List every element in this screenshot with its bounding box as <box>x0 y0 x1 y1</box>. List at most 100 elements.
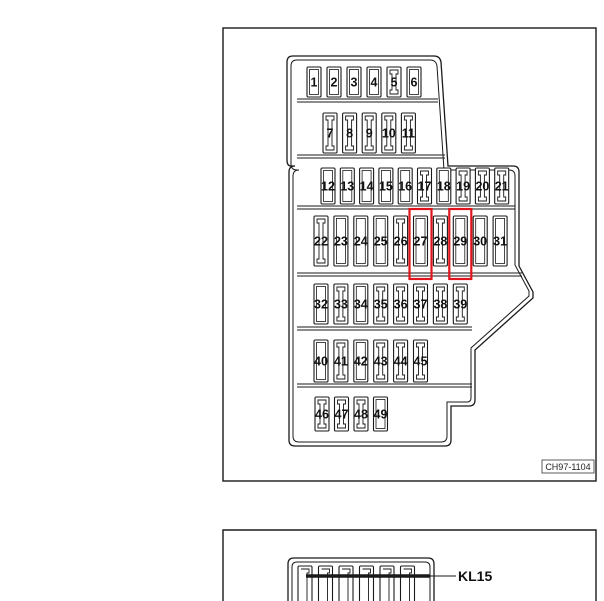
fuse-partial <box>379 565 395 601</box>
fuse-number-label: 36 <box>394 298 408 312</box>
fuse-41: 41 <box>333 339 349 383</box>
fuse-number-label: 6 <box>411 76 418 90</box>
fuse-42: 42 <box>353 339 369 383</box>
fuse-number-label: 29 <box>453 235 467 249</box>
fuse-37: 37 <box>412 283 429 325</box>
fuse-housing-inner <box>290 59 530 443</box>
fuse-number-label: 8 <box>346 127 353 141</box>
fuse-partial <box>358 565 375 601</box>
fuse-40: 40 <box>313 339 329 383</box>
fuse-number-label: 43 <box>374 355 388 369</box>
fuse-26: 26 <box>393 215 409 267</box>
fuse-32: 32 <box>313 283 329 325</box>
fuse-number-label: 10 <box>382 127 396 141</box>
fuse-7: 7 <box>322 112 338 154</box>
fuse-number-label: 23 <box>334 235 348 249</box>
fuse-number-label: 37 <box>414 298 428 312</box>
fuse-number-label: 47 <box>335 408 349 422</box>
fuse-6: 6 <box>406 66 422 98</box>
fuse-30: 30 <box>472 215 488 267</box>
fuse-47: 47 <box>333 396 350 432</box>
fuse-2: 2 <box>326 66 342 98</box>
fuse-number-label: 9 <box>366 127 373 141</box>
fuse-4: 4 <box>366 66 382 98</box>
fuse-22: 22 <box>313 215 329 267</box>
fuse-20: 20 <box>474 167 490 205</box>
fuse-44: 44 <box>393 339 409 383</box>
fuse-19: 19 <box>455 167 471 205</box>
fuse-21: 21 <box>494 167 510 205</box>
fuse-number-label: 17 <box>418 180 432 194</box>
fuse-partial <box>338 565 354 601</box>
fuse-number-label: 49 <box>374 408 388 422</box>
reference-code-box: CH97-1104 <box>541 459 595 474</box>
fuse-number-label: 5 <box>391 76 398 90</box>
fuse-48: 48 <box>353 396 369 432</box>
fuse-number-label: 45 <box>414 355 428 369</box>
fuse-25: 25 <box>373 215 389 267</box>
fuse-number-label: 44 <box>394 355 408 369</box>
fuse-number-label: 4 <box>371 76 378 90</box>
fuse-number-label: 34 <box>354 298 368 312</box>
fuse-number-label: 32 <box>314 298 328 312</box>
fuse-1: 1 <box>306 66 322 98</box>
fuse-number-label: 42 <box>354 355 368 369</box>
fuse-18: 18 <box>436 167 452 205</box>
fuse-number-label: 39 <box>453 298 467 312</box>
fuse-17: 17 <box>416 167 433 205</box>
fuse-number-label: 48 <box>354 408 368 422</box>
fuse-number-label: 13 <box>340 180 354 194</box>
fuse-box-diagram-bottom: KL15 <box>222 529 597 601</box>
fuse-number-label: 2 <box>331 76 338 90</box>
fuse-number-label: 26 <box>394 235 408 249</box>
fuse-3: 3 <box>346 66 362 98</box>
fuse-number-label: 40 <box>314 355 328 369</box>
fuse-28: 28 <box>432 215 448 267</box>
fuse-number-label: 19 <box>456 180 470 194</box>
fuse-43: 43 <box>373 339 389 383</box>
highlight-box-fuse-29 <box>448 207 473 281</box>
fuse-housing-outer <box>286 55 534 447</box>
reference-code: CH97-1104 <box>545 462 590 472</box>
fuse-number-label: 20 <box>475 180 489 194</box>
fuse-number-label: 15 <box>379 180 393 194</box>
fuse-9: 9 <box>361 112 377 154</box>
fuse-49: 49 <box>372 396 389 432</box>
fuse-number-label: 1 <box>311 76 318 90</box>
fuse-number-label: 7 <box>327 127 334 141</box>
fuse-33: 33 <box>333 283 349 325</box>
fuse-31: 31 <box>492 215 508 267</box>
fuse-number-label: 12 <box>321 180 335 194</box>
fuse-13: 13 <box>339 167 355 205</box>
highlight-box-fuse-27 <box>408 207 433 281</box>
fuse-partial <box>297 565 313 601</box>
fuse-partial <box>317 565 334 601</box>
fuse-27: 27 <box>412 215 429 267</box>
fuse-16: 16 <box>397 167 413 205</box>
fuse-number-label: 28 <box>433 235 447 249</box>
fuse-number-label: 11 <box>402 127 415 141</box>
fuse-number-label: 21 <box>495 180 509 194</box>
fuse-14: 14 <box>359 167 375 205</box>
fuse-29: 29 <box>452 215 468 267</box>
fuse-number-label: 38 <box>433 298 447 312</box>
fuse-35: 35 <box>373 283 389 325</box>
fuse-8: 8 <box>342 112 358 154</box>
fuse-number-label: 24 <box>354 235 368 249</box>
fuse-number-label: 30 <box>473 235 487 249</box>
fuse-23: 23 <box>333 215 349 267</box>
fuse-number-label: 41 <box>334 355 348 369</box>
fuse-34: 34 <box>353 283 369 325</box>
fuse-number-label: 27 <box>414 235 428 249</box>
fuse-housing-inner-bottom <box>291 561 431 601</box>
fuse-housing-outer-bottom <box>287 557 435 601</box>
fuse-5: 5 <box>386 66 402 98</box>
fuse-46: 46 <box>314 396 330 432</box>
fuse-12: 12 <box>320 167 336 205</box>
kl15-label: KL15 <box>458 568 492 584</box>
fuse-number-label: 46 <box>315 408 329 422</box>
fuse-24: 24 <box>353 215 369 267</box>
